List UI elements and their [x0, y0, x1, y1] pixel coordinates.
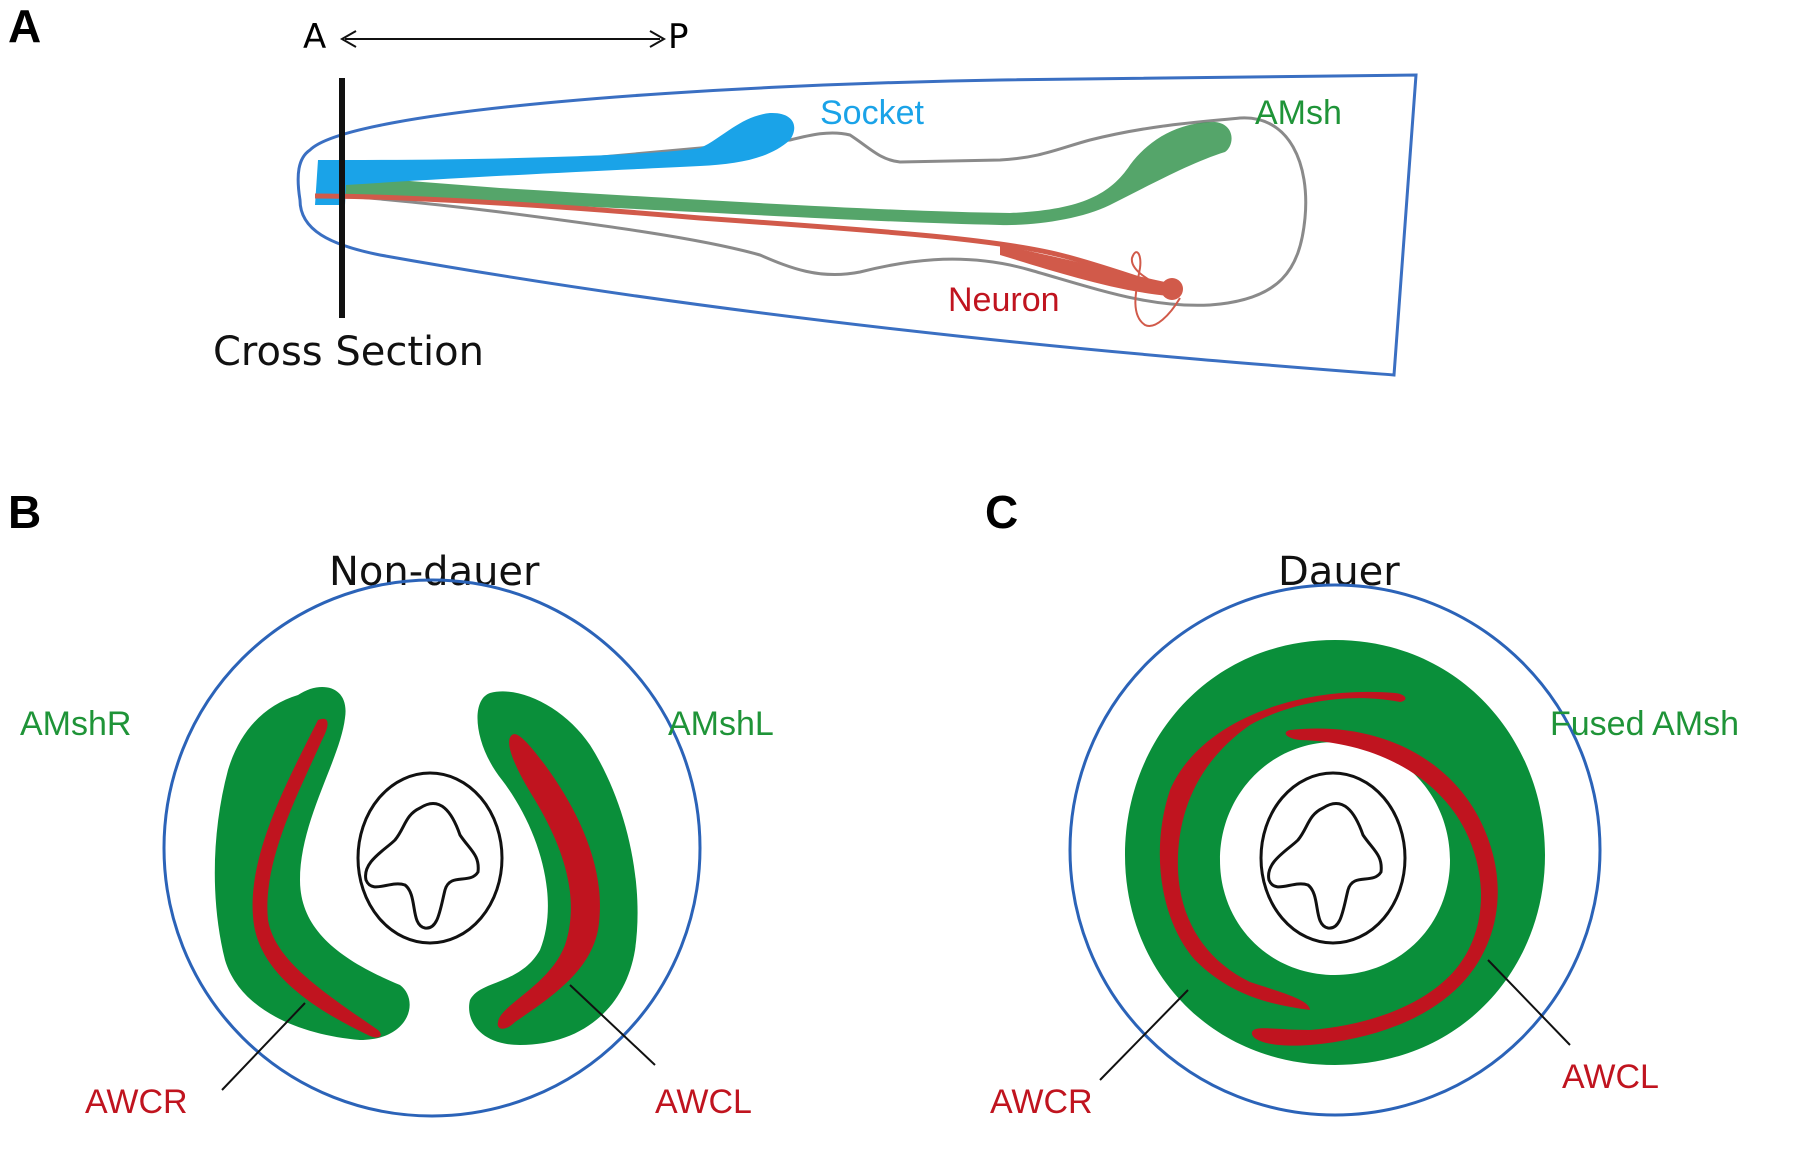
socket-glia-shape — [315, 112, 795, 205]
pharynx-outline-b — [356, 771, 504, 945]
neuron-shape — [314, 193, 1183, 327]
awcl-leader-line-b — [569, 984, 656, 1066]
socket-label: Socket — [820, 94, 924, 132]
anterior-label: A — [303, 17, 326, 57]
ap-arrow-right-icon — [649, 30, 667, 48]
awcr-label-c: AWCR — [990, 1083, 1093, 1121]
worm-cross-section-circle-c — [1068, 583, 1602, 1117]
ap-arrow-left-icon — [339, 30, 357, 48]
panel-b: B Non-dauer AMshR AMshL AWCR AWCL — [8, 486, 774, 1121]
cross-section-label: Cross Section — [213, 329, 484, 375]
pharynx-lumen-b — [364, 802, 480, 930]
awcl-shape — [497, 734, 600, 1029]
panel-a: A A P Cross Section Socket AMsh — [8, 0, 1418, 377]
fused-amsh-label: Fused AMsh — [1550, 705, 1739, 743]
amshl-shape — [469, 691, 638, 1045]
panel-a-letter: A — [8, 0, 41, 52]
awcl-label-b: AWCL — [655, 1083, 752, 1121]
awcr-leader-line-b — [221, 1002, 306, 1091]
amsh-label: AMsh — [1255, 94, 1342, 132]
fused-amsh-ring — [1125, 640, 1545, 1065]
panel-b-letter: B — [8, 486, 41, 538]
panel-c-letter: C — [985, 486, 1018, 538]
panel-b-title: Non-dauer — [329, 549, 540, 595]
neuron-label: Neuron — [948, 281, 1060, 319]
amsh-glia-shape — [332, 122, 1232, 226]
amshl-label: AMshL — [668, 705, 774, 743]
posterior-label: P — [668, 17, 689, 57]
worm-body-outline — [296, 73, 1418, 377]
amshr-label: AMshR — [20, 705, 131, 743]
awcr-label-b: AWCR — [85, 1083, 188, 1121]
ap-axis: A P — [303, 17, 689, 57]
pharynx-outline — [344, 116, 1308, 307]
awcl-label-c: AWCL — [1562, 1058, 1659, 1096]
awcr-leader-line-c — [1099, 989, 1189, 1081]
worm-cross-section-circle — [162, 578, 702, 1118]
awcl-leader-line-c — [1487, 959, 1571, 1046]
awcr-shape — [252, 718, 381, 1038]
pharynx-lumen-c — [1267, 802, 1383, 930]
pharynx-outline-c — [1259, 771, 1407, 945]
panel-c: C Dauer Fused AMsh AWCR AWCL — [985, 486, 1739, 1121]
